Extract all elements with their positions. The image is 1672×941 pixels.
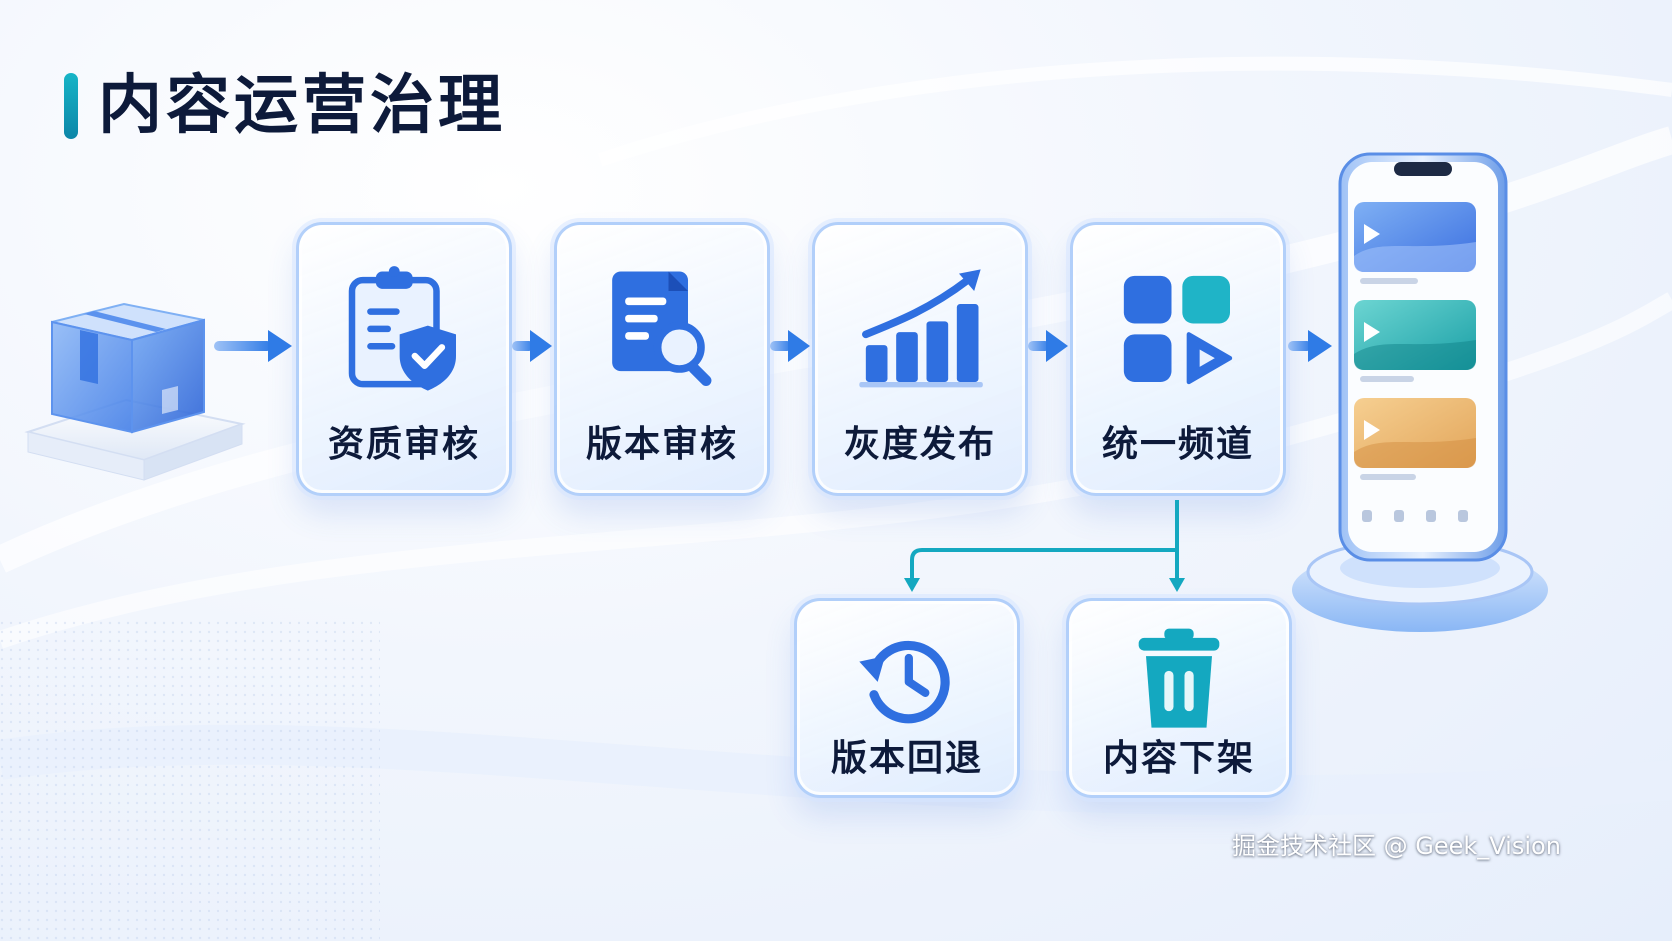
history-clock-icon: [859, 640, 950, 724]
arrow-gray-to-channel: [1028, 330, 1068, 362]
step-label: 版本回退: [830, 738, 983, 779]
step-label: 灰度发布: [843, 424, 996, 465]
step-card-version-rollback[interactable]: 版本回退: [794, 598, 1020, 798]
title-block: 内容运营治理: [64, 70, 506, 142]
step-card-unified-channel[interactable]: 统一频道: [1070, 222, 1286, 496]
package-box-icon: [24, 302, 246, 481]
page-title: 内容运营治理: [98, 69, 506, 143]
arrow-qualification-to-version: [512, 330, 552, 362]
clipboard-shield-check-icon: [348, 266, 456, 391]
watermark: 掘金技术社区 @ Geek_Vision: [1232, 832, 1561, 860]
step-card-gray-release[interactable]: 灰度发布: [812, 222, 1028, 496]
document-search-icon: [612, 271, 712, 386]
trash-bin-icon: [1138, 628, 1220, 728]
arrow-version-to-gray: [770, 330, 810, 362]
step-card-content-takedown[interactable]: 内容下架: [1066, 598, 1292, 798]
branch-connector: [910, 500, 1179, 582]
title-accent-bar: [64, 73, 78, 139]
grid-apps-play-icon: [1123, 275, 1233, 385]
rising-bar-chart-icon: [859, 269, 983, 388]
step-label: 资质审核: [327, 424, 480, 465]
step-label: 内容下架: [1102, 738, 1255, 779]
step-label: 版本审核: [585, 424, 738, 465]
step-card-qualification[interactable]: 资质审核: [296, 222, 512, 496]
smartphone-video-feed-icon: [1292, 152, 1548, 632]
step-label: 统一频道: [1101, 424, 1254, 465]
step-card-version-review[interactable]: 版本审核: [554, 222, 770, 496]
